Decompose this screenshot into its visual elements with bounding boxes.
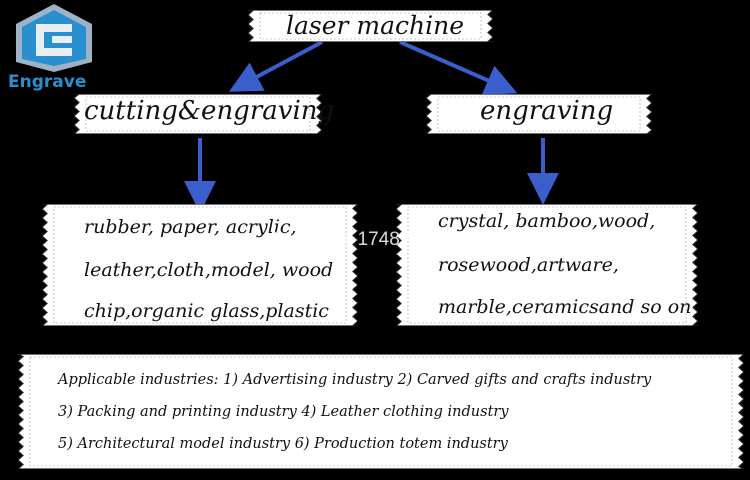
node-label: cutting&engraving xyxy=(84,96,335,126)
material-line: leather,cloth,model, wood xyxy=(84,259,334,281)
brand-name: Engrave xyxy=(8,72,87,92)
node-engraving: engraving xyxy=(426,94,652,134)
store-watermark: Store No: 1748228 xyxy=(272,229,432,250)
box-frame xyxy=(18,354,744,469)
industries-box: Applicable industries: 1) Advertising in… xyxy=(18,354,744,469)
material-line: rosewood,artware, xyxy=(438,254,619,276)
node-label: laser machine xyxy=(286,11,465,40)
industry-line: 3) Packing and printing industry 4) Leat… xyxy=(58,404,509,420)
node-laser-machine: laser machine xyxy=(248,10,493,42)
left-materials-box: rubber, paper, acrylic, leather,cloth,mo… xyxy=(42,204,358,326)
box-frame xyxy=(248,10,493,42)
box-frame xyxy=(42,204,358,326)
material-line: marble,ceramicsand so on xyxy=(438,296,692,318)
industry-line: Applicable industries: 1) Advertising in… xyxy=(58,372,652,388)
material-line: crystal, bamboo,wood, xyxy=(438,210,656,232)
material-line: chip,organic glass,plastic xyxy=(84,300,329,322)
box-frame xyxy=(426,94,652,134)
engrave-logo: Engrave xyxy=(6,2,102,94)
arrow-root-right xyxy=(399,40,518,96)
arrow-root-left xyxy=(228,40,323,92)
industry-line: 5) Architectural model industry 6) Produ… xyxy=(58,436,508,452)
box-frame xyxy=(74,94,322,134)
node-cutting-engraving: cutting&engraving xyxy=(74,94,334,134)
right-materials-box: crystal, bamboo,wood, rosewood,artware, … xyxy=(396,204,698,326)
material-line: rubber, paper, acrylic, xyxy=(84,216,297,238)
box-frame xyxy=(396,204,698,326)
node-label: engraving xyxy=(480,96,614,126)
